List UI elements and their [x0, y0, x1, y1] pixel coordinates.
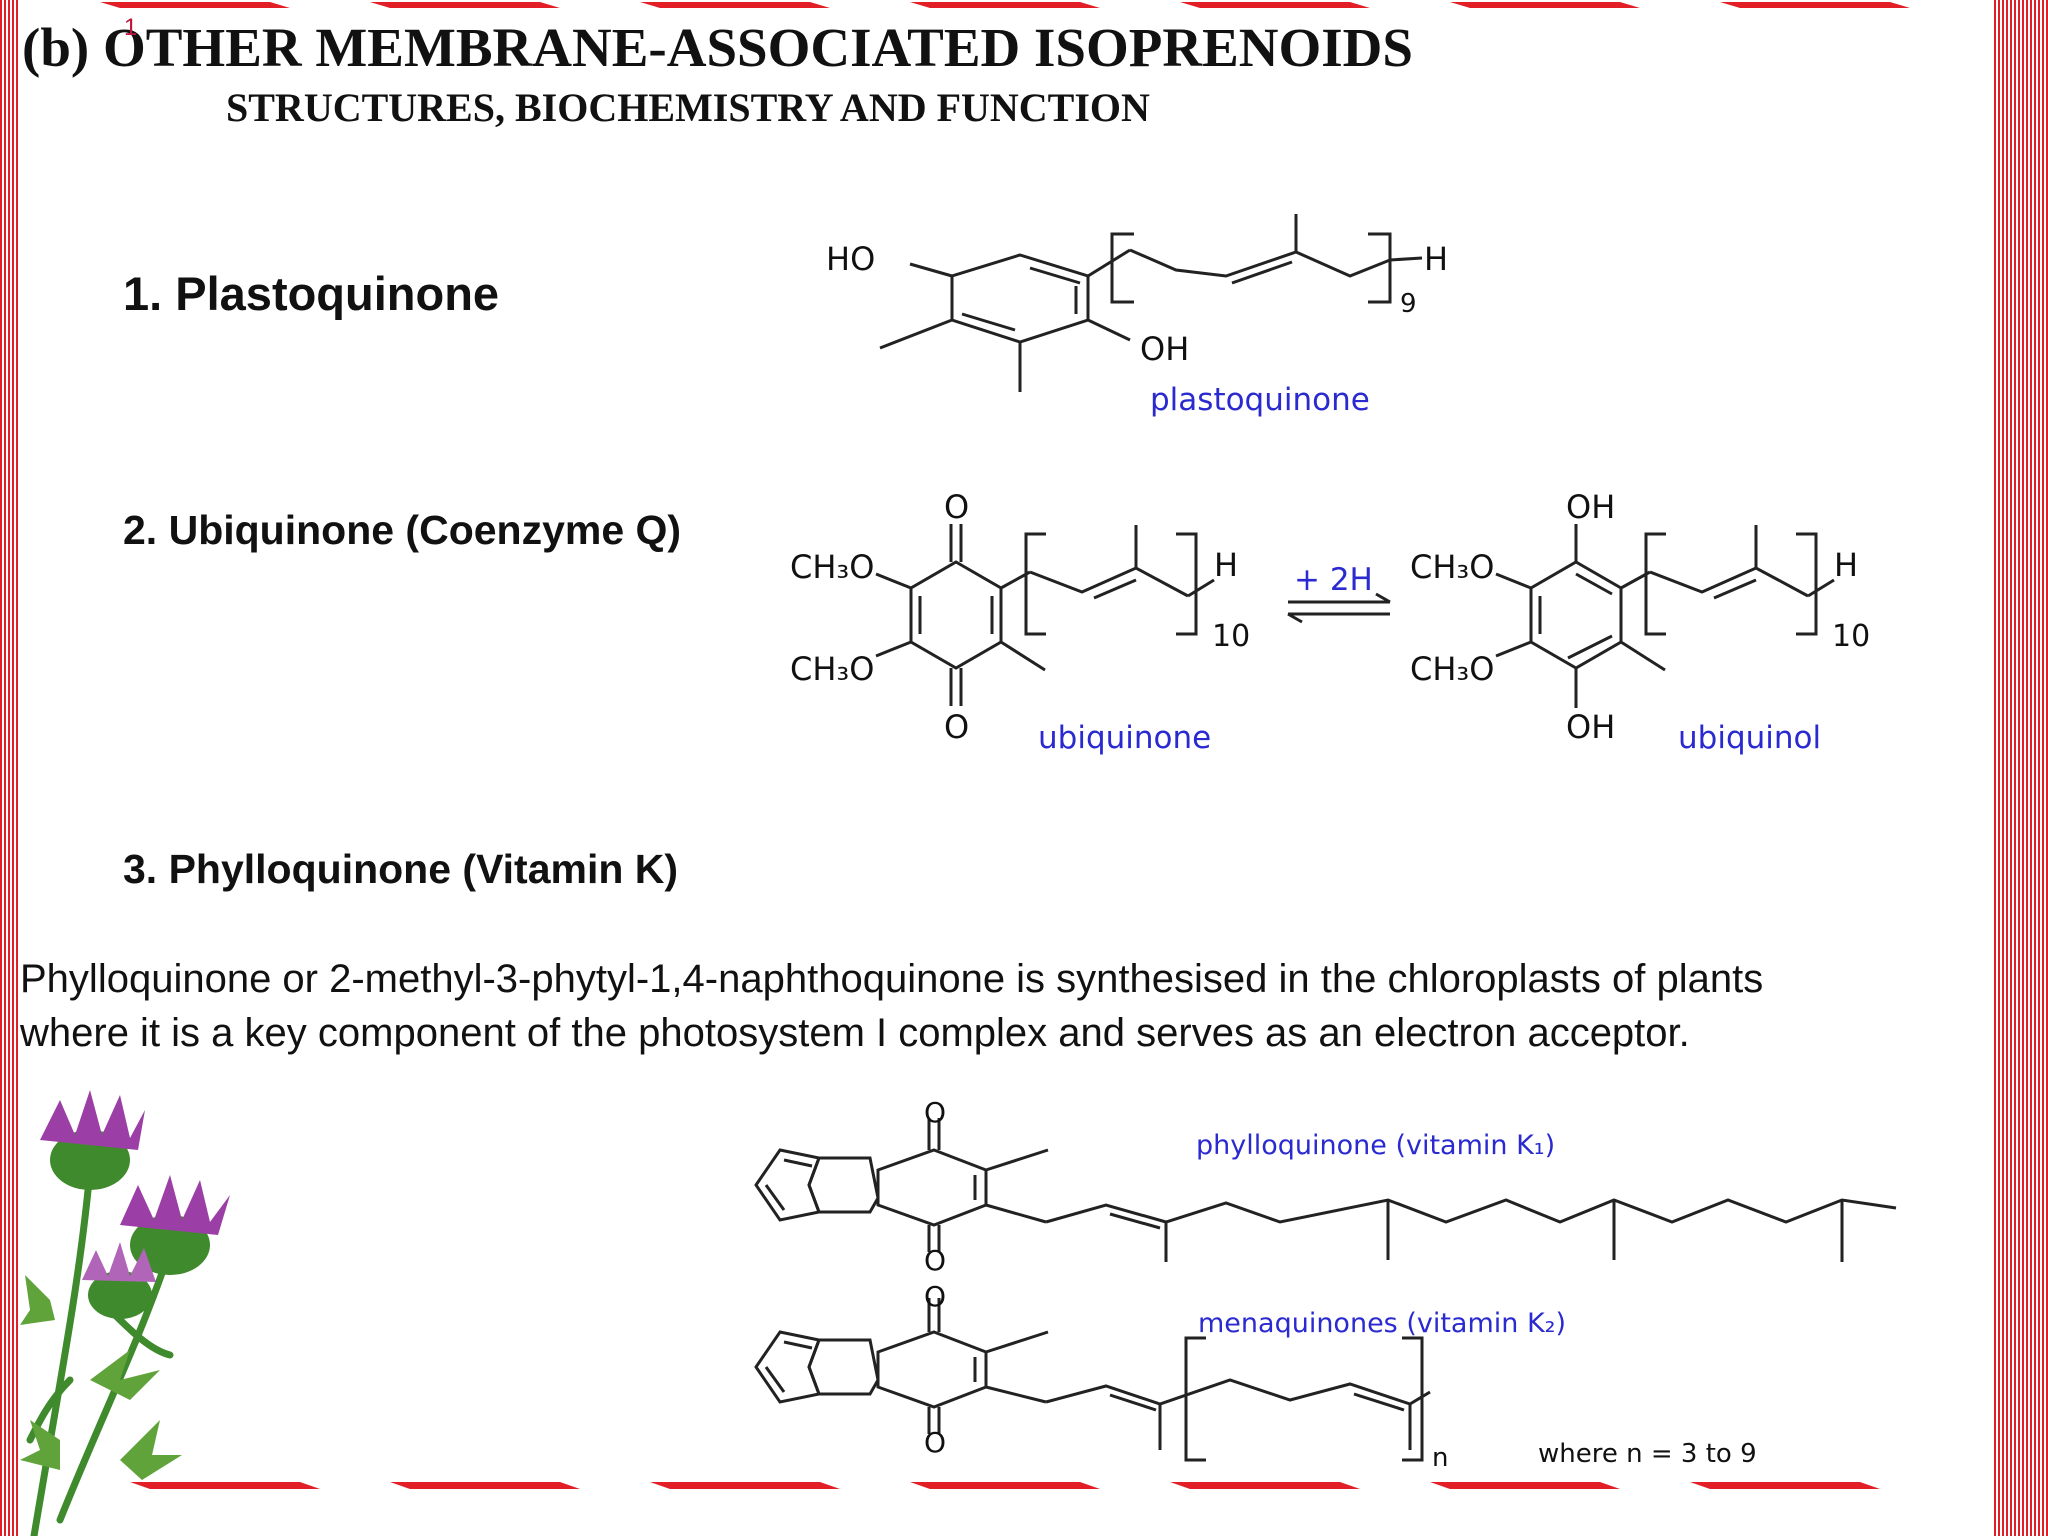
ubiquinone-repeat-count: 10 [1212, 619, 1250, 654]
plastoquinone-repeat-count: 9 [1400, 289, 1417, 319]
right-border-stripes [1994, 0, 2048, 1536]
section-heading-ubiquinone: 2. Ubiquinone (Coenzyme Q) [123, 507, 682, 553]
ubiquinol-structure [1495, 524, 1835, 708]
body-paragraph: Phylloquinone or 2-methyl-3-phytyl-1,4-n… [20, 952, 1995, 1060]
ubiquinone-methoxy-bottom: CH₃O [790, 650, 874, 688]
page-title: (b) OTHER MEMBRANE-ASSOCIATED ISOPRENOID… [22, 17, 1413, 78]
ubiquinone-structure [875, 524, 1215, 706]
top-border-dashes [100, 2, 1910, 8]
section-heading-phylloquinone: 3. Phylloquinone (Vitamin K) [123, 846, 679, 892]
plastoquinone-structure [879, 214, 1423, 392]
ubiquinol-h-label: H [1834, 546, 1858, 584]
plastoquinone-name: plastoquinone [1150, 382, 1370, 418]
ubiquinol-oh-top: OH [1566, 488, 1615, 526]
equilibrium-arrows [1287, 592, 1391, 624]
menaquinone-o-bottom: O [924, 1426, 946, 1459]
ubiquinone-methoxy-top: CH₃O [790, 548, 874, 586]
menaquinone-name: menaquinones (vitamin K₂) [1198, 1308, 1566, 1339]
bottom-border-dashes [130, 1482, 1880, 1489]
body-paragraph-line-2: where it is a key component of the photo… [20, 1011, 1690, 1055]
phylloquinone-name: phylloquinone (vitamin K₁) [1196, 1130, 1555, 1161]
plastoquinone-ho-label: HO [826, 240, 875, 278]
ubiquinone-name: ubiquinone [1038, 720, 1211, 756]
phylloquinone-o-bottom: O [924, 1244, 946, 1277]
menaquinone-structure [754, 1298, 1431, 1462]
phylloquinone-o-top: O [924, 1096, 946, 1129]
menaquinone-repeat-count: n [1432, 1443, 1448, 1473]
ubiquinol-oh-bottom: OH [1566, 708, 1615, 746]
ubiquinone-o-top: O [944, 488, 969, 526]
slide-number: 1 [124, 14, 138, 41]
left-border-stripes [0, 0, 20, 1536]
ubiquinone-h-label: H [1214, 546, 1238, 584]
reaction-label: + 2H [1294, 562, 1373, 598]
page-subtitle: STRUCTURES, BIOCHEMISTRY AND FUNCTION [226, 85, 1150, 130]
ubiquinol-methoxy-bottom: CH₃O [1410, 650, 1494, 688]
plastoquinone-oh-label: OH [1140, 330, 1189, 368]
ubiquinol-name: ubiquinol [1678, 720, 1821, 756]
ubiquinone-o-bottom: O [944, 708, 969, 746]
ubiquinol-methoxy-top: CH₃O [1410, 548, 1494, 586]
thistle-illustration [20, 1090, 230, 1536]
plastoquinone-h-label: H [1424, 240, 1448, 278]
menaquinone-note: where n = 3 to 9 [1538, 1439, 1757, 1469]
section-heading-plastoquinone: 1. Plastoquinone [123, 267, 500, 320]
ubiquinol-repeat-count: 10 [1832, 619, 1870, 654]
phylloquinone-structure [754, 1118, 1897, 1262]
body-paragraph-line-1: Phylloquinone or 2-methyl-3-phytyl-1,4-n… [20, 957, 1764, 1001]
menaquinone-o-top: O [924, 1280, 946, 1313]
